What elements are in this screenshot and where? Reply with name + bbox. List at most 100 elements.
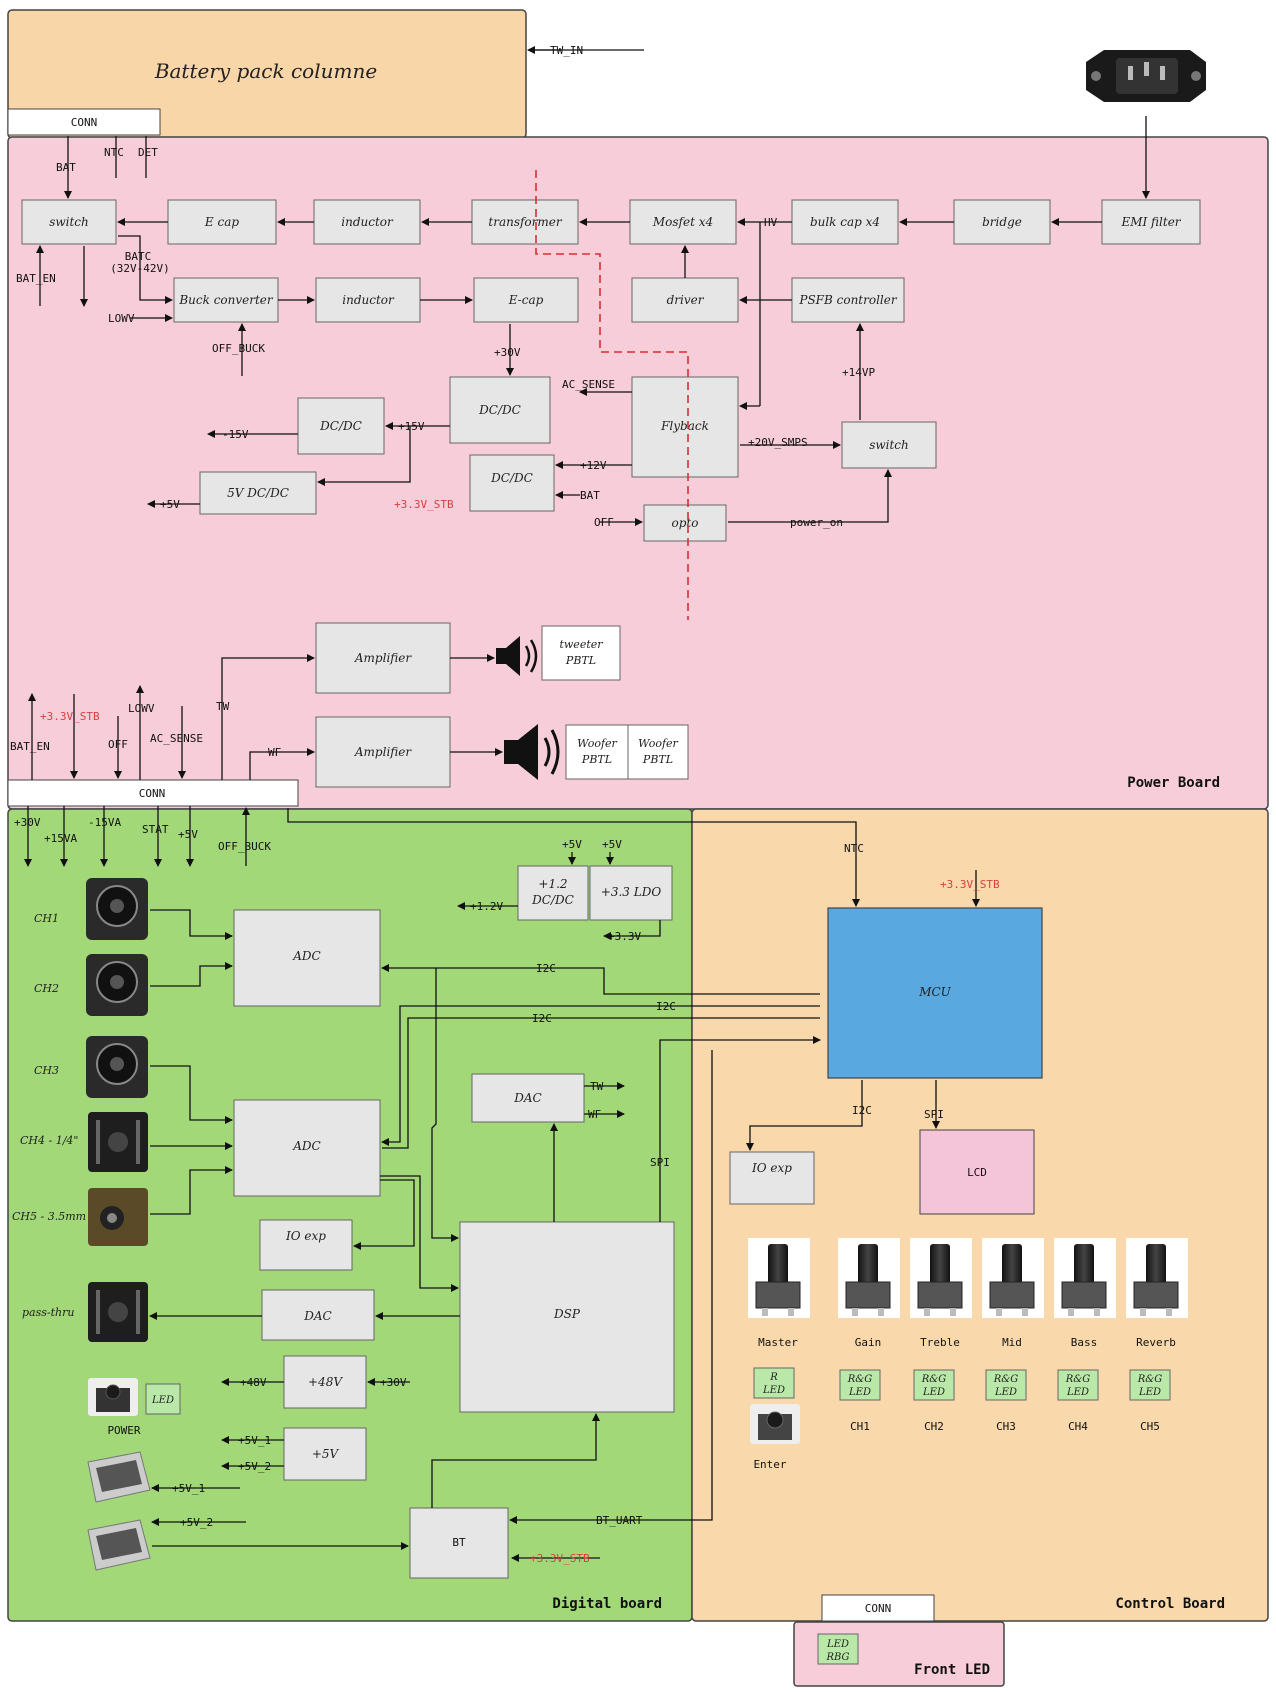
transformer-label: transformer [488,215,562,229]
driver-label: driver [667,293,705,307]
power-blocks [21,199,1201,788]
dc5v-block [199,471,317,515]
bridge-label: bridge [982,215,1022,229]
woofer2-label-a: Woofer [638,737,678,750]
knob-label: Reverb [1136,1336,1176,1349]
power-led [145,1383,181,1415]
lbl-30v: +30V [494,346,521,359]
d-lbl-33stb: +3.3V_STB [530,1552,590,1565]
led-channel-label: CH3 [996,1420,1016,1433]
rg-led-label-a: R&G [847,1374,872,1385]
d-lbl-5v2-usb: +5V_2 [180,1516,213,1529]
rg-led-label-a: R&G [1137,1374,1162,1385]
opto-label: opto [672,516,699,530]
p48v-block [283,1355,367,1409]
rg-led-label-b: LED [994,1387,1017,1398]
bulkcap-block [791,199,899,245]
dcdc2-block [297,397,385,455]
d-lbl-33v: +3.3V [608,930,641,943]
d-lbl-i2c-2: I2C [656,1000,676,1013]
adc1-block [233,909,381,1007]
rotary-knob-icon[interactable]: Reverb [1126,1238,1188,1349]
woofer1-label-a: Woofer [577,737,617,750]
lbl-14vp: +14VP [842,366,875,379]
d-lbl-48v: +48V [240,1376,267,1389]
digital-board-title: Digital board [552,1596,662,1612]
lbl-m15v: -15V [222,428,249,441]
dcdc12-label-b: DC/DC [531,893,574,907]
knob-label: Mid [1002,1336,1022,1349]
lbl-ntc: NTC [104,146,124,159]
lbl-batc-range: (32V-42V) [110,262,170,275]
bt-label: BT [452,1536,466,1549]
tweeter-box [541,625,621,681]
psfb-label: PSFB controller [798,293,897,307]
flyback-label: Flyback [660,419,709,433]
c-lbl-ntc: NTC [844,842,864,855]
rg-led-label-b: LED [922,1387,945,1398]
isolation-boundary [535,170,689,620]
lbl-bat-en-2: BAT_EN [10,740,50,753]
conn-power-digital [7,779,299,807]
rotary-knob-icon[interactable]: Master [748,1238,810,1349]
dcdc3-label: DC/DC [490,471,533,485]
lbl-15v: +15V [398,420,425,433]
dac2-label: DAC [303,1309,331,1323]
bridge-block [953,199,1051,245]
dcdc2-label: DC/DC [319,419,362,433]
woofer1-label-b: PBTL [581,753,612,766]
passthru-jack-icon [88,1282,148,1342]
lbl-lowv: LOWV [108,312,135,325]
power-board-title: Power Board [1127,775,1220,791]
d-lbl-5v-a: +5V [562,838,582,851]
flyback-block [631,376,739,478]
ecap-label: E cap [204,215,239,229]
dcdc12-label-a: +1.2 [538,877,567,891]
ch3-label: CH3 [34,1064,59,1077]
led-channel-label: CH2 [924,1420,944,1433]
rotary-knob-icon[interactable]: Gain [838,1238,900,1349]
battery-board-title: Battery pack columne [154,59,377,83]
lbl-tw: TW [216,700,230,713]
inductor2-block [315,277,421,323]
d-lbl-bt-uart: BT_UART [596,1514,643,1527]
ch1-label: CH1 [34,912,59,925]
tweeter-label-a: tweeter [559,638,603,651]
rotary-knob-icon[interactable]: Bass [1054,1238,1116,1349]
switch2-label: switch [869,438,909,452]
d-lbl-i2c-3: I2C [532,1012,552,1025]
lbl-off: OFF [594,516,614,529]
c-lbl-33stb: +3.3V_STB [940,878,1000,891]
power-led-label: LED [151,1395,174,1406]
front-led-label-a: LED [826,1639,849,1650]
knob-label: Master [758,1336,798,1349]
d-lbl-wf: WF [588,1108,601,1121]
amp-woofer-block [315,716,451,788]
enter-button-icon[interactable] [750,1404,800,1444]
dac2-block [261,1289,375,1341]
knob-label: Gain [855,1336,882,1349]
switch-block [21,199,117,245]
quarter-inch-jack-icon [88,1112,148,1172]
ch5-label: CH5 - 3.5mm [12,1210,86,1223]
master-led [753,1367,795,1399]
power-button-icon[interactable] [88,1378,138,1416]
driver-block [631,277,739,323]
ch2-label: CH2 [34,982,59,995]
d-lbl-off-buck: OFF_BUCK [218,840,271,853]
d-lbl-tw: TW [590,1080,604,1093]
c-lbl-i2c: I2C [852,1104,872,1117]
passthru-label: pass-thru [22,1306,74,1319]
rotary-knob-icon[interactable]: Mid [982,1238,1044,1349]
rg-led-row: R&GLEDCH1R&GLEDCH2R&GLEDCH3R&GLEDCH4R&GL… [839,1369,1171,1433]
rotary-knob-icon[interactable]: Treble [910,1238,972,1349]
inductor2-label: inductor [342,293,395,307]
lbl-33stb-2: +3.3V_STB [40,710,100,723]
lbl-5v: +5V [160,498,180,511]
c-lbl-spi: SPI [924,1108,944,1121]
bt-block [409,1507,509,1579]
